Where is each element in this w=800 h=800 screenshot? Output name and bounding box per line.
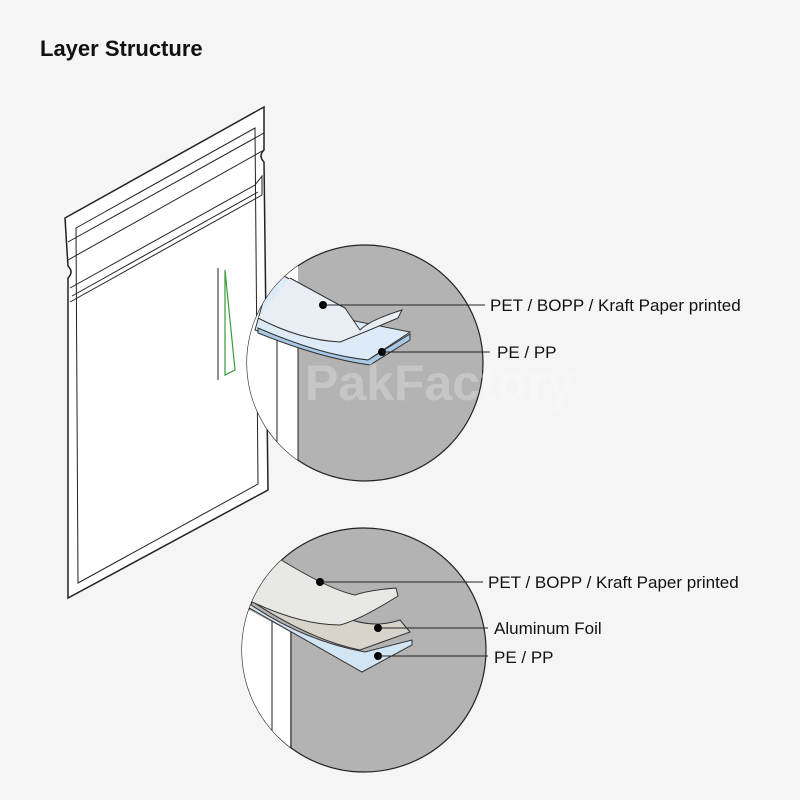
detail-circle-bottom: PET / BOPP / Kraft Paper printed Aluminu…	[241, 527, 739, 773]
pouch-illustration	[64, 105, 269, 600]
label-top-inner-layer: PE / PP	[497, 343, 557, 362]
label-bottom-middle-layer: Aluminum Foil	[494, 619, 602, 638]
label-top-outer-layer: PET / BOPP / Kraft Paper printed	[490, 296, 741, 315]
page-title: Layer Structure	[40, 36, 203, 61]
label-bottom-inner-layer: PE / PP	[494, 648, 554, 667]
watermark: PakFactory	[305, 355, 575, 411]
label-bottom-outer-layer: PET / BOPP / Kraft Paper printed	[488, 573, 739, 592]
detail-circle-top: PakFactory PET / BOPP / Kraft Paper prin…	[246, 244, 741, 482]
